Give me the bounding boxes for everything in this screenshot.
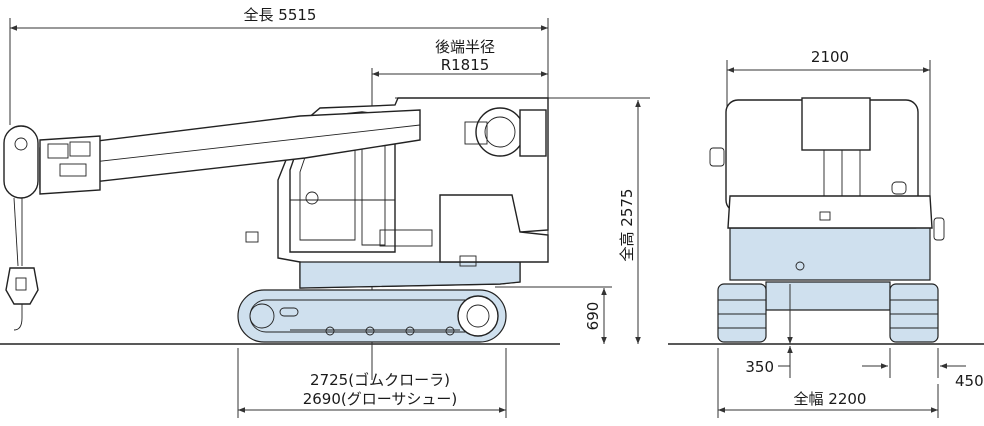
boom-tip-hook <box>3 125 39 331</box>
shoe-width-label: 450 <box>955 372 984 390</box>
winch-assembly <box>404 107 547 157</box>
track-length-rubber: 2725(ゴムクローラ) <box>310 371 450 389</box>
tail-radius-value: R1815 <box>441 56 490 74</box>
crawler-height-label: 690 <box>584 302 602 331</box>
crane-boom <box>39 109 421 195</box>
side-view: 全長 5515 後端半径 R1815 全高 2575 690 2725(ゴムクロ… <box>0 6 650 418</box>
tail-radius-title: 後端半径 <box>435 38 495 56</box>
track-length-grouser: 2690(グローサシュー) <box>303 390 458 408</box>
ground-clearance-label: 350 <box>745 358 774 376</box>
upper-width-label: 2100 <box>811 48 849 66</box>
crawler-track <box>237 289 507 343</box>
overall-width-label: 全幅 2200 <box>794 390 867 408</box>
rear-view: 2100 <box>668 48 984 418</box>
overall-height-label: 全高 2575 <box>618 189 636 262</box>
rear-machine-body <box>709 97 945 311</box>
rear-crawlers <box>717 283 939 343</box>
overall-length-label: 全長 5515 <box>244 6 317 24</box>
